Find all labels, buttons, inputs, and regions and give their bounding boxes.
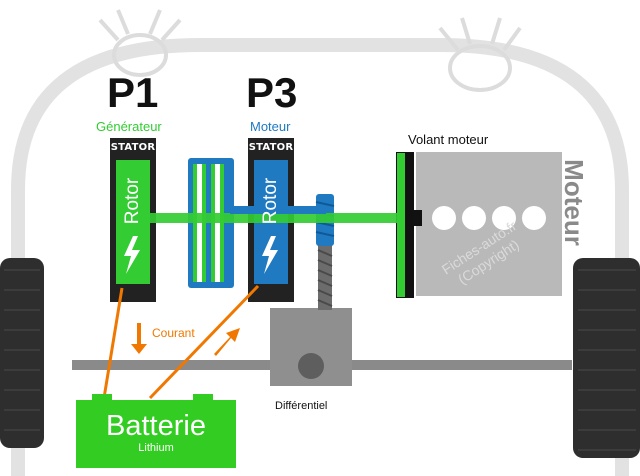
stator-label: STATOR [110,142,156,153]
stator-label: STATOR [248,142,294,153]
differential-label: Différentiel [275,400,328,412]
p1-label: P1 [107,69,159,116]
left-tire [0,258,44,448]
wire-battery-p3 [148,284,260,400]
arrow-up-icon [214,328,240,356]
p3-label: P3 [246,69,298,116]
current-label: Courant [152,326,195,340]
motor-label: Moteur [250,119,291,134]
rotor-label: Rotor [260,177,281,225]
headlight-icon [438,17,522,92]
engine-label: Moteur [558,158,589,246]
rotor-label: Rotor [122,177,143,225]
differential-gear [298,353,324,379]
generator-label: Générateur [96,119,162,134]
motor-shaft [230,206,326,214]
battery [76,400,236,468]
battery-terminal [193,394,213,402]
lightning-icon [124,236,140,274]
car-body-outline [11,38,629,476]
flywheel-label: Volant moteur [408,132,489,147]
right-tire [573,258,640,458]
arrow-down-icon [131,323,147,354]
battery-type-label: Lithium [138,442,174,454]
battery-label: Batterie [106,410,206,442]
wire-p1-battery [102,287,124,399]
engine-shaft [120,213,400,223]
headlight-icon [98,9,182,77]
lightning-icon [262,236,278,274]
battery-terminal [92,394,112,402]
